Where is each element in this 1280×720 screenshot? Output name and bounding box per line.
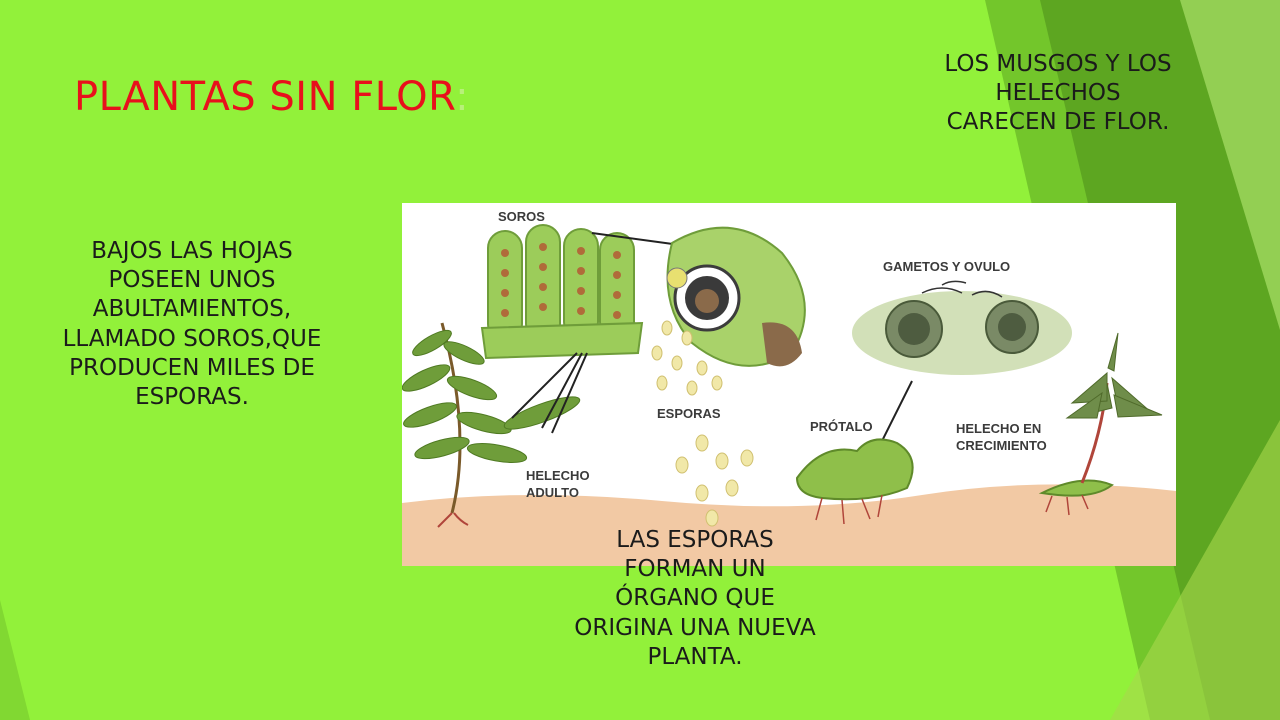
label-helecho-adulto-line2: ADULTO — [526, 484, 579, 500]
label-helecho-adulto: HELECHO ADULTO — [526, 468, 590, 502]
title-text: PLANTAS SIN FLOR — [74, 74, 456, 120]
label-protalo: PRÓTALO — [810, 419, 873, 434]
top-right-text: LOS MUSGOS Y LOS HELECHOS CARECEN DE FLO… — [944, 51, 1172, 136]
fern-lifecycle-diagram: SOROS GAMETOS Y OVULO ESPORAS PRÓTALO HE… — [402, 203, 1176, 566]
label-helecho-crecimiento: HELECHO EN CRECIMIENTO — [956, 421, 1047, 455]
left-description-text: BAJOS LAS HOJAS POSEEN UNOS ABULTAMIENTO… — [62, 238, 322, 411]
label-esporas: ESPORAS — [657, 406, 721, 421]
slide-title: PLANTAS SIN FLOR: — [74, 74, 469, 120]
label-helecho-crecimiento-line1: HELECHO EN — [956, 421, 1042, 436]
label-soros: SOROS — [498, 209, 545, 224]
label-gametos-ovulo: GAMETOS Y OVULO — [883, 259, 1011, 274]
diagram-illustration — [402, 224, 1176, 566]
title-colon: : — [455, 74, 470, 120]
bottom-text: LAS ESPORAS FORMAN UN ÓRGANO QUE ORIGINA… — [574, 527, 816, 670]
label-helecho-adulto-line1: HELECHO — [526, 468, 590, 483]
label-helecho-crecimiento-line2: CRECIMIENTO — [956, 437, 1047, 453]
